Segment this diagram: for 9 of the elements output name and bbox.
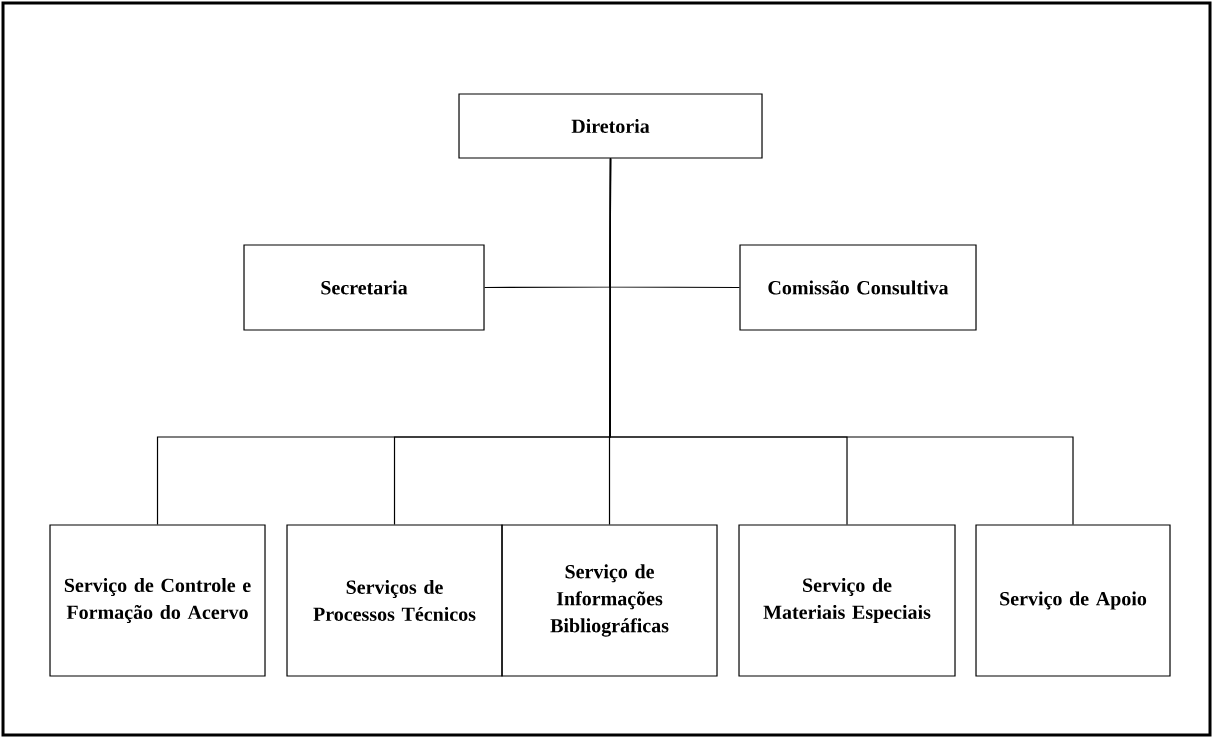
org-box: Serviço de Informações Bibliográficas xyxy=(501,524,718,677)
org-box: Secretaria xyxy=(243,244,485,331)
connector-line xyxy=(609,158,1074,525)
org-box: Serviço de Materiais Especiais xyxy=(738,524,956,677)
org-box: Comissão Consultiva xyxy=(739,244,977,331)
org-box: Serviço de Apoio xyxy=(975,524,1171,677)
org-box: Diretoria xyxy=(458,93,763,159)
org-box: Serviço de Controle e Formação do Acervo xyxy=(49,524,266,677)
org-box: Serviços de Processos Técnicos xyxy=(286,524,503,677)
